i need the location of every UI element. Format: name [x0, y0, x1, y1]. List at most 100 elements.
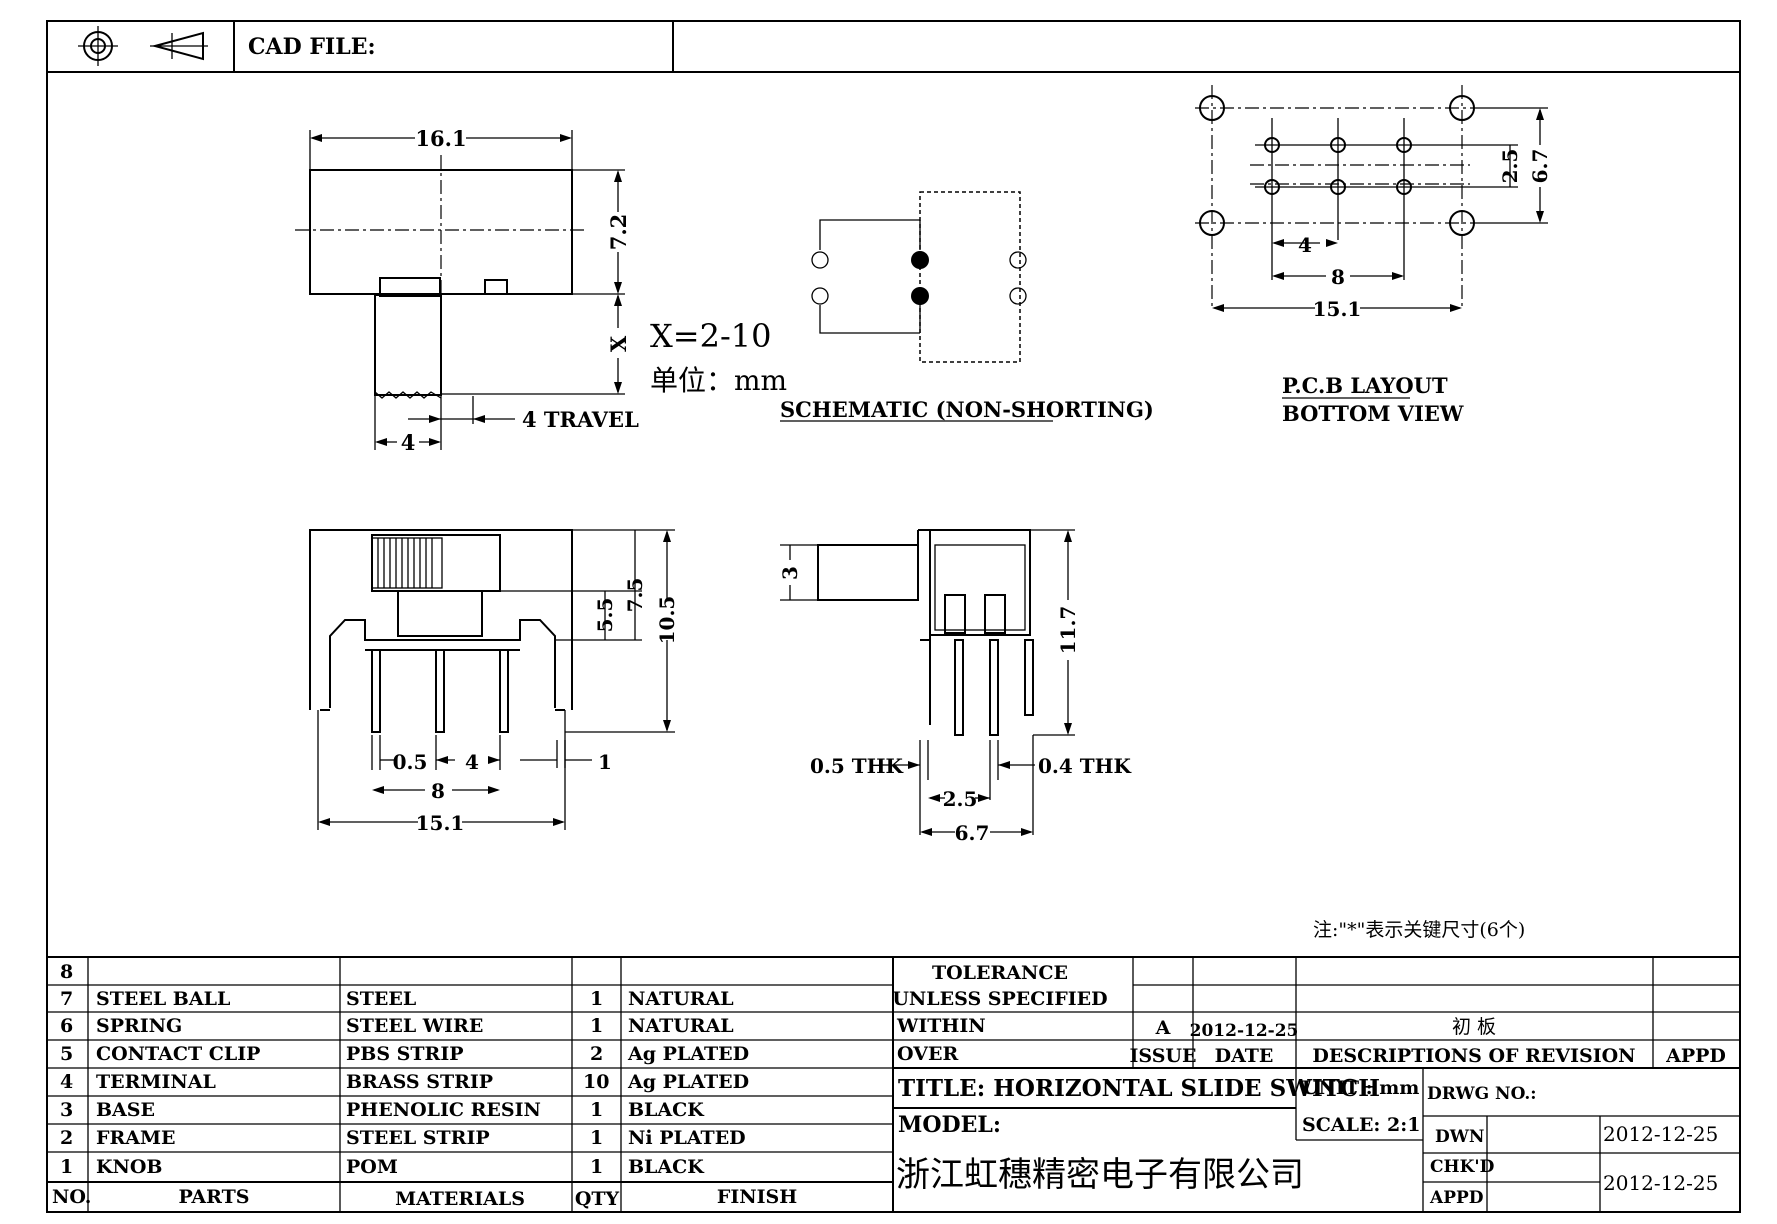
schematic-terminal [811, 287, 829, 305]
side-pin [989, 639, 999, 736]
descriptions-label: DESCRIPTIONS OF REVISION [1312, 1045, 1635, 1067]
terminal-pin [371, 649, 381, 733]
dwn-date: 2012-12-25 [1603, 1122, 1718, 1146]
front-dim-05: 0.5 [393, 750, 428, 774]
bom-material: STEEL STRIP [346, 1127, 490, 1149]
side-dim-2-5: 2.5 [943, 787, 978, 811]
bom-rows: 8 7 STEEL BALL STEEL 1 NATURAL 6 SPRING … [52, 961, 797, 1210]
top-view: 16.1 7.2 X 4 4 TRAVEL [295, 126, 639, 455]
dim-knob-4: 4 [401, 430, 416, 455]
side-dim-6-7: 6.7 [955, 821, 990, 845]
bom-qty: 2 [590, 1043, 603, 1065]
pcb-dim-row: 2.5 [1498, 149, 1522, 184]
scale-field: SCALE: 2:1 [1302, 1114, 1421, 1136]
bom-qty: 1 [590, 988, 603, 1010]
dim-16-1: 16.1 [415, 126, 466, 151]
front-dim-10-5: 10.5 [655, 596, 679, 645]
company-name: 浙江虹穗精密电子有限公司 [896, 1155, 1304, 1195]
schematic-common [911, 251, 929, 269]
bom-qty: 1 [590, 1099, 603, 1121]
front-dim-8: 8 [431, 779, 445, 803]
tolerance-label: TOLERANCE [932, 962, 1068, 984]
model-label: MODEL: [898, 1112, 1001, 1138]
front-dim-7-5: 7.5 [623, 578, 647, 613]
dim-x: X [606, 335, 631, 352]
bom-part: SPRING [96, 1015, 182, 1037]
bom-finish: NATURAL [628, 1015, 734, 1037]
bom-finish: Ag PLATED [627, 1071, 749, 1093]
header-box: CAD FILE: [47, 20, 674, 72]
appd-sign-label: APPD [1429, 1188, 1484, 1208]
bom-no: 4 [60, 1071, 73, 1093]
pcb-dim-inner: 8 [1331, 265, 1345, 289]
revision-description: 初 板 [1452, 1016, 1496, 1038]
revision-date: 2012-12-25 [1190, 1021, 1299, 1041]
bom-part: STEEL BALL [96, 988, 230, 1010]
bom-material: PBS STRIP [346, 1043, 464, 1065]
bom-header-no: NO. [52, 1186, 91, 1208]
pcb-mount-hole [1199, 210, 1225, 236]
side-knob [817, 544, 919, 601]
cad-file-label: CAD FILE: [248, 34, 376, 60]
bom-finish: Ag PLATED [627, 1043, 749, 1065]
pcb-title: P.C.B LAYOUT [1282, 373, 1448, 398]
bom-header-finish: FINISH [717, 1186, 797, 1208]
bom-header-parts: PARTS [179, 1186, 250, 1208]
side-dim-3: 3 [778, 566, 802, 580]
dwn-label: DWN [1435, 1127, 1484, 1147]
bom-finish: Ni PLATED [628, 1127, 746, 1149]
bom-material: PHENOLIC RESIN [346, 1099, 541, 1121]
chkd-date: 2012-12-25 [1603, 1171, 1718, 1195]
bom-no: 3 [60, 1099, 73, 1121]
drawing-title: TITLE: HORIZONTAL SLIDE SWITCH [898, 1075, 1380, 1102]
bom-header-qty: QTY [575, 1188, 620, 1210]
title-block-text: TOLERANCE UNLESS SPECIFIED WITHIN OVER A… [892, 962, 1726, 1208]
front-dim-1: 1 [598, 750, 612, 774]
bom-qty: 10 [583, 1071, 609, 1093]
within-label: WITHIN [896, 1015, 986, 1037]
pcb-dim-height: 6.7 [1528, 149, 1552, 184]
dim-travel: 4 TRAVEL [522, 407, 639, 432]
schematic-terminal [1009, 251, 1027, 269]
bom-part: CONTACT CLIP [96, 1043, 260, 1065]
dim-7-2: 7.2 [606, 214, 631, 251]
bom-material: POM [346, 1156, 398, 1178]
schematic-common [911, 287, 929, 305]
terminal-pin [435, 649, 445, 733]
schematic-terminal [1009, 287, 1027, 305]
bom-no: 8 [60, 961, 73, 983]
revision-letter: A [1155, 1017, 1171, 1039]
bom-material: STEEL WIRE [346, 1015, 483, 1037]
front-dim-15-1: 15.1 [416, 811, 465, 835]
terminal-pin [499, 649, 509, 733]
front-view: 0.5 4 8 15.1 1 5.5 7.5 10.5 [309, 529, 679, 835]
bom-no: 5 [60, 1043, 73, 1065]
side-pin [954, 639, 964, 736]
bom-part: BASE [96, 1099, 155, 1121]
issue-label: ISSUE [1130, 1045, 1197, 1067]
knob-shaft [374, 294, 442, 396]
appd-label: APPD [1665, 1045, 1726, 1067]
bom-finish: NATURAL [628, 988, 734, 1010]
x-range-label: X=2-10 [650, 317, 771, 355]
key-dimension-note: 注:"*"表示关键尺寸(6个) [1313, 919, 1525, 941]
side-dim-thk-04: 0.4 THK [1038, 754, 1132, 778]
bom-qty: 1 [590, 1156, 603, 1178]
pcb-dim-outer: 15.1 [1313, 297, 1362, 321]
bom-no: 6 [60, 1015, 73, 1037]
over-label: OVER [897, 1043, 958, 1065]
bom-finish: BLACK [628, 1099, 705, 1121]
unit-label: 单位：mm [650, 364, 787, 397]
bom-qty: 1 [590, 1127, 603, 1149]
bom-no: 1 [60, 1156, 73, 1178]
date-label: DATE [1215, 1045, 1274, 1067]
bom-material: STEEL [346, 988, 416, 1010]
side-dim-thk-05: 0.5 THK [810, 754, 904, 778]
bom-no: 2 [60, 1127, 73, 1149]
bom-no: 7 [60, 988, 73, 1010]
bom-part: FRAME [96, 1127, 176, 1149]
front-dim-5-5: 5.5 [593, 598, 617, 633]
title-block [893, 957, 1740, 1212]
bom-part: KNOB [96, 1156, 163, 1178]
